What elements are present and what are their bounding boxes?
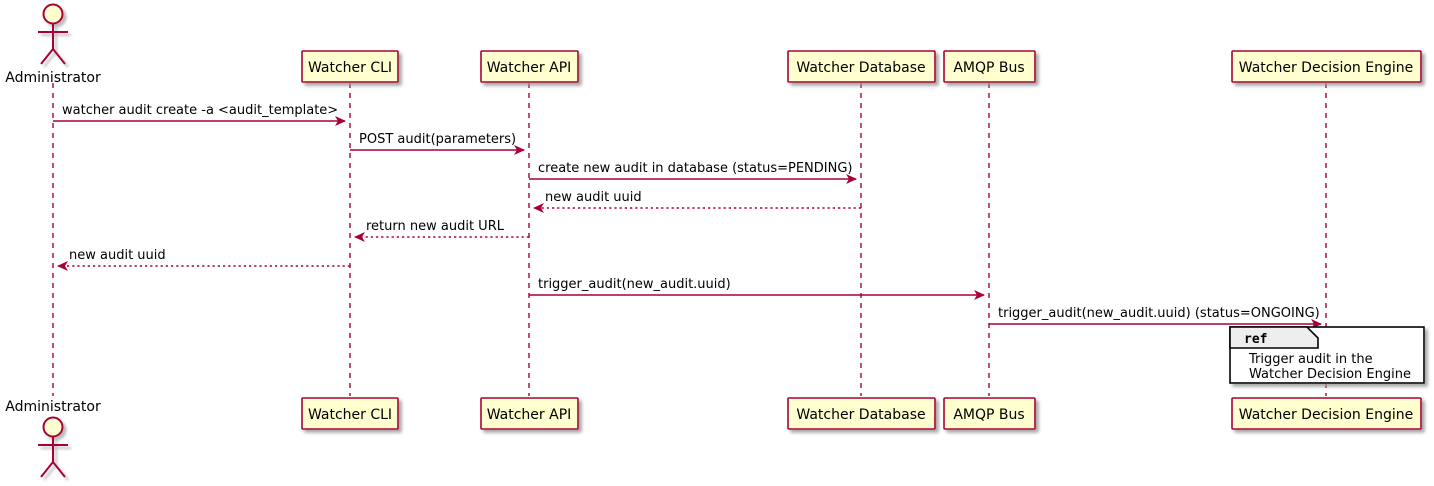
participant-rect	[943, 397, 1036, 430]
participant-box-amqp-bus-top[interactable]	[943, 50, 1036, 83]
ref-block-tab	[1229, 326, 1319, 349]
actor-leg-right-icon	[52, 461, 66, 478]
participant-box-watcher-database-bottom[interactable]	[787, 397, 936, 430]
participant-rect	[1231, 50, 1422, 83]
participant-label-watcher-database-top: Watcher Database	[796, 60, 925, 76]
participant-box-watcher-decision-engine-bottom[interactable]	[1231, 397, 1422, 430]
lifelines-group	[52, 83, 1327, 396]
participant-label-watcher-cli-top: Watcher CLI	[308, 60, 392, 76]
message-label: trigger_audit(new_audit.uuid) (status=ON…	[998, 306, 1320, 321]
message-label: new audit uuid	[69, 248, 166, 263]
message-label: POST audit(parameters)	[359, 132, 516, 147]
participant-box-watcher-api-top[interactable]	[480, 50, 579, 83]
message-new-audit-uuid-cli[interactable]: new audit uuid	[57, 248, 350, 271]
actor-administrator-bottom[interactable]	[38, 416, 68, 478]
actor-leg-left-icon	[40, 48, 54, 65]
participant-label-watcher-api-bottom: Watcher API	[487, 407, 572, 423]
participant-label-watcher-decision-engine-top: Watcher Decision Engine	[1239, 60, 1413, 76]
participant-rect	[787, 397, 936, 430]
message-label: watcher audit create -a <audit_template>	[62, 103, 338, 118]
actor-administrator-top[interactable]	[38, 3, 68, 65]
participant-label-watcher-decision-engine-bottom: Watcher Decision Engine	[1239, 407, 1413, 423]
actor-label-administrator-bottom: Administrator	[5, 399, 101, 415]
message-label: new audit uuid	[545, 190, 642, 205]
actor-head-icon	[42, 416, 64, 438]
actor-leg-right-icon	[52, 48, 66, 65]
message-new-audit-uuid-db[interactable]: new audit uuid	[533, 190, 861, 213]
participant-rect	[943, 50, 1036, 83]
message-post-audit[interactable]: POST audit(parameters)	[350, 132, 525, 155]
participant-box-watcher-decision-engine-top[interactable]	[1231, 50, 1422, 83]
message-return-new-audit-url[interactable]: return new audit URL	[354, 219, 529, 242]
actor-leg-left-icon	[40, 461, 54, 478]
participant-label-watcher-database-bottom: Watcher Database	[796, 407, 925, 423]
participant-label-watcher-cli-bottom: Watcher CLI	[308, 407, 392, 423]
participant-rect	[787, 50, 936, 83]
participant-box-watcher-database-top[interactable]	[787, 50, 936, 83]
participant-rect	[480, 397, 579, 430]
participant-box-watcher-cli-top[interactable]	[301, 50, 399, 83]
participant-rect	[301, 50, 399, 83]
ref-block-line-2: Watcher Decision Engine	[1249, 367, 1411, 382]
participant-box-watcher-cli-bottom[interactable]	[301, 397, 399, 430]
ref-block-tab-label: ref	[1244, 332, 1267, 347]
participant-rect	[1231, 397, 1422, 430]
message-label: create new audit in database (status=PEN…	[538, 161, 853, 176]
participant-label-watcher-api-top: Watcher API	[487, 60, 572, 76]
participant-label-amqp-bus-bottom: AMQP Bus	[953, 407, 1024, 423]
message-label: trigger_audit(new_audit.uuid)	[538, 277, 731, 292]
participant-box-amqp-bus-bottom[interactable]	[943, 397, 1036, 430]
message-create-new-audit[interactable]: create new audit in database (status=PEN…	[529, 161, 857, 184]
participant-rect	[480, 50, 579, 83]
actor-head-icon	[42, 3, 64, 25]
message-trigger-audit-ongoing[interactable]: trigger_audit(new_audit.uuid) (status=ON…	[989, 306, 1322, 329]
message-trigger-audit[interactable]: trigger_audit(new_audit.uuid)	[529, 277, 985, 300]
participant-label-amqp-bus-top: AMQP Bus	[953, 60, 1024, 76]
ref-block-trigger-audit[interactable]: ref Trigger audit in the Watcher Decisio…	[1229, 326, 1425, 384]
actor-label-administrator-top: Administrator	[5, 70, 101, 86]
participant-rect	[301, 397, 399, 430]
ref-block-line-1: Trigger audit in the	[1248, 352, 1373, 367]
message-watcher-audit-create[interactable]: watcher audit create -a <audit_template>	[53, 103, 346, 126]
participant-box-watcher-api-bottom[interactable]	[480, 397, 579, 430]
message-label: return new audit URL	[366, 219, 505, 234]
